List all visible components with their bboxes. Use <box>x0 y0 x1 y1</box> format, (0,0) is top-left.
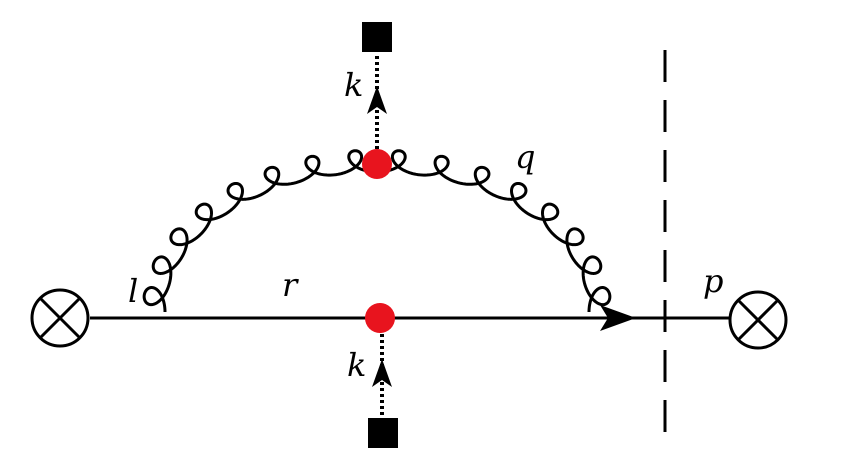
left-external-vertex-circle-cross-icon <box>30 288 90 348</box>
right-external-vertex-circle-cross-icon <box>728 290 788 350</box>
bottom-background-source-square-icon <box>368 418 398 448</box>
label-k-bottom: k <box>347 346 366 384</box>
label-l: l <box>128 272 138 310</box>
bottom-momentum-arrow-icon <box>372 359 392 387</box>
fermion-arrow-icon <box>600 305 636 331</box>
label-p: p <box>703 262 723 300</box>
top-interaction-vertex <box>362 149 392 179</box>
label-r: r <box>282 266 299 304</box>
bottom-interaction-vertex <box>365 303 395 333</box>
label-q: q <box>515 138 535 176</box>
top-momentum-arrow-icon <box>367 86 387 114</box>
top-background-source-square-icon <box>362 22 392 52</box>
label-k-top: k <box>344 66 363 104</box>
